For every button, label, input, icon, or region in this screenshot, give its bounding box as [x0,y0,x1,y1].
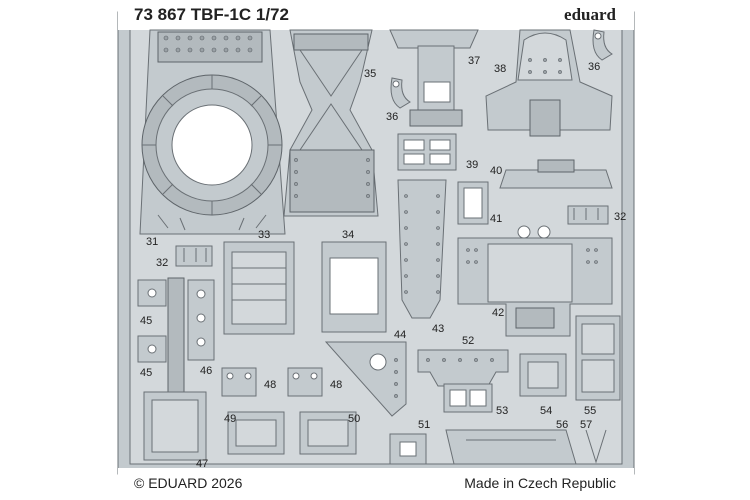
part-36-right [592,29,613,61]
part-53 [443,383,493,413]
label-56: 56 [556,419,568,431]
part-45-top [137,279,167,307]
part-33 [223,241,295,335]
label-45-top: 45 [140,315,152,327]
label-34: 34 [342,229,354,241]
part-46 [187,279,215,361]
label-51: 51 [418,419,430,431]
part-34 [321,241,387,333]
part-40 [499,159,613,189]
label-49: 49 [224,413,236,425]
brand-logo: eduard [564,5,617,24]
label-36-left: 36 [386,111,398,123]
part-56 [445,429,577,465]
part-44 [324,341,407,417]
label-45-bottom: 45 [140,367,152,379]
copyright-text: © EDUARD 2026 [134,475,243,491]
label-48-left: 48 [264,379,276,391]
part-35 [283,29,379,217]
part-49 [227,411,285,455]
label-53: 53 [496,405,508,417]
label-37: 37 [468,55,480,67]
footer-bar [118,468,634,500]
part-37 [389,29,479,127]
label-41: 41 [490,213,502,225]
part-47 [143,277,207,461]
header-bar [118,0,634,30]
label-42: 42 [492,307,504,319]
part-41 [457,181,489,225]
part-32-left [175,245,213,267]
part-52 [417,349,509,387]
label-46: 46 [200,365,212,377]
part-39 [397,133,457,171]
label-32-left: 32 [156,257,168,269]
label-44: 44 [394,329,406,341]
part-36-left [390,77,411,109]
part-51 [389,433,427,465]
part-32-right [567,205,609,225]
label-55: 55 [584,405,596,417]
label-52: 52 [462,335,474,347]
label-39: 39 [466,159,478,171]
label-33: 33 [258,229,270,241]
part-48-right [287,367,323,397]
part-54 [519,353,567,397]
label-38: 38 [494,63,506,75]
label-36-right: 36 [588,61,600,73]
label-40: 40 [490,165,502,177]
label-54: 54 [540,405,552,417]
part-48-left [221,367,257,397]
label-48-right: 48 [330,379,342,391]
label-50: 50 [348,413,360,425]
part-50 [299,411,357,455]
fret-title: 73 867 TBF-1C 1/72 [134,5,289,24]
part-57 [585,429,607,464]
label-57: 57 [580,419,592,431]
label-43: 43 [432,323,444,335]
label-31: 31 [146,236,158,248]
part-45-bottom [137,335,167,363]
label-47: 47 [196,458,208,470]
origin-text: Made in Czech Republic [464,475,616,491]
part-55 [575,315,621,401]
part-31 [139,29,286,235]
label-35: 35 [364,68,376,80]
label-32-right: 32 [614,211,626,223]
part-42 [457,225,613,337]
part-38 [485,29,613,137]
part-43 [397,179,447,319]
